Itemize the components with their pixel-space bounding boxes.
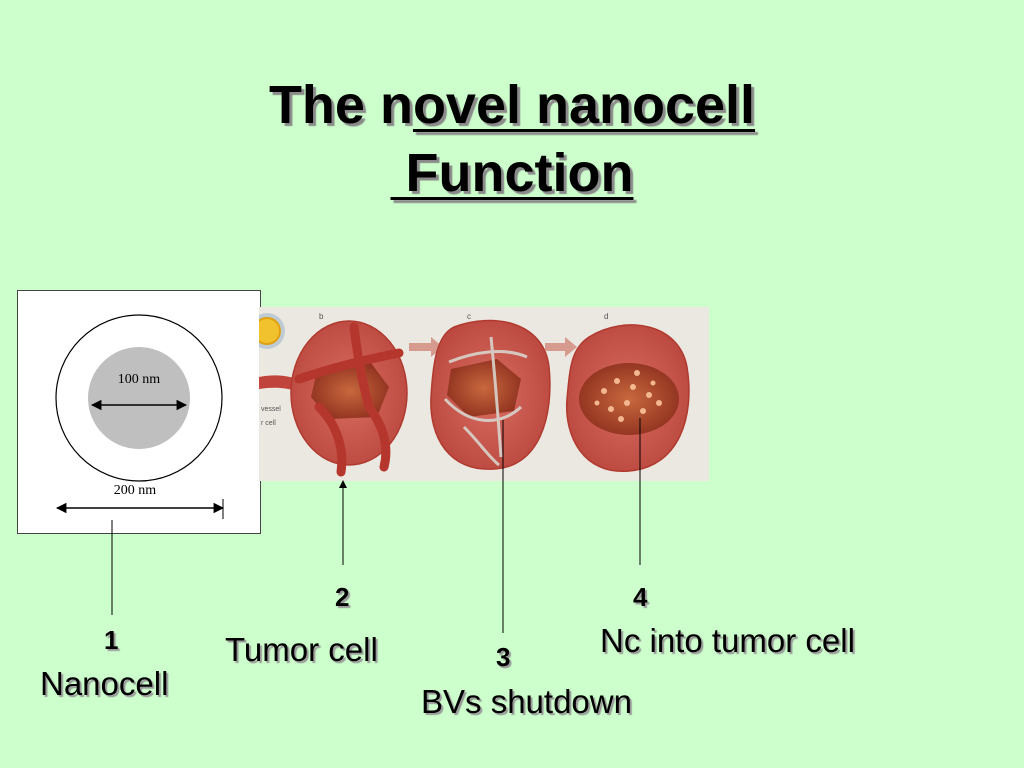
leader-arrowhead-2 [339, 480, 347, 488]
slide-title-line1: The novel nanocell [0, 78, 1024, 132]
label-4-number: 4 [633, 582, 648, 612]
shutdown-vessels-c [443, 336, 528, 467]
nanocell-core [88, 347, 190, 449]
inner-size-label: 100 nm [118, 372, 161, 387]
label-3-number: 3 [496, 642, 511, 672]
progress-arrow-2 [545, 337, 577, 357]
label-2-text: Tumor cell [225, 631, 378, 668]
title-text-underlined: ovel nanocell [412, 75, 756, 135]
label-3-text: BVs shutdown [421, 683, 632, 720]
title-text-plain: The n [268, 75, 413, 135]
nanocell-dots-d [594, 370, 662, 422]
label-1-text: Nanocell [40, 665, 169, 702]
slide-title-line2: Function [0, 146, 1024, 200]
title-text-function: Function [390, 143, 634, 203]
outer-size-label: 200 nm [114, 483, 157, 498]
panel-letter-d: d [604, 312, 608, 321]
label-4-text: Nc into tumor cell [600, 622, 855, 659]
tumor-core-c [447, 359, 521, 417]
label-1-number: 1 [104, 625, 119, 655]
panel-letter-c: c [467, 312, 471, 321]
cell-text: r cell [261, 420, 276, 427]
tumor-progression-figure: b vessel r cell c d [259, 307, 709, 481]
vessel-text: vessel [261, 406, 281, 413]
label-2-number: 2 [335, 582, 350, 612]
blood-vessels-b [294, 322, 404, 477]
progress-arrow-1 [409, 337, 443, 357]
panel-letter-b: b [319, 312, 324, 321]
nanocell-particle-icon [259, 313, 285, 349]
